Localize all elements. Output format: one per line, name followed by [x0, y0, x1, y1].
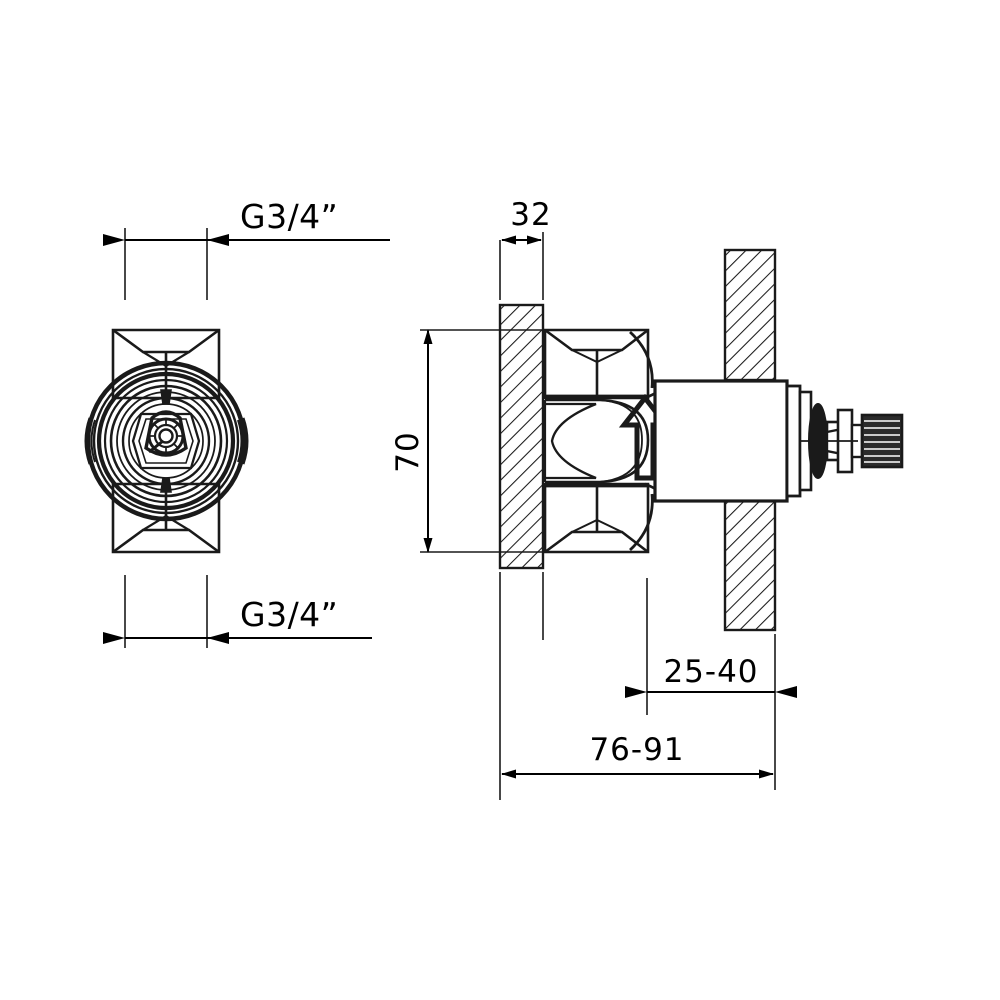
dimension-install-depth: 25-40: [625, 654, 797, 698]
dimension-thread-top-label: G3/4”: [240, 197, 338, 236]
dimension-thread-bottom: G3/4”: [103, 595, 372, 644]
section-internal-passage: [543, 398, 650, 484]
dimension-body-height-label: 70: [390, 431, 426, 472]
front-view: [84, 228, 249, 648]
wall-rough-section: [498, 303, 545, 570]
dimension-total-length-label: 76-91: [589, 732, 684, 768]
front-inner-hub: [131, 412, 201, 470]
section-bottom-hex-nut: [543, 482, 650, 554]
wall-finished-section: [723, 248, 777, 632]
dimension-thread-bottom-label: G3/4”: [240, 595, 338, 634]
section-top-hex-nut: [543, 328, 650, 400]
dimension-install-depth-label: 25-40: [663, 654, 758, 690]
front-side-lugs: [84, 417, 249, 465]
dimension-total-length: 76-91: [501, 732, 774, 779]
section-view: [498, 232, 904, 800]
section-cartridge-body: [653, 379, 813, 503]
section-splined-stem-end: [800, 413, 904, 469]
dimension-thread-top: G3/4”: [103, 197, 390, 246]
dimension-wall-thickness: 32: [501, 197, 551, 245]
dimension-wall-thickness-label: 32: [510, 197, 551, 233]
front-valve-body-rings: [85, 360, 247, 522]
dimension-body-height: 70: [390, 329, 545, 553]
front-splined-stem: [144, 410, 188, 457]
